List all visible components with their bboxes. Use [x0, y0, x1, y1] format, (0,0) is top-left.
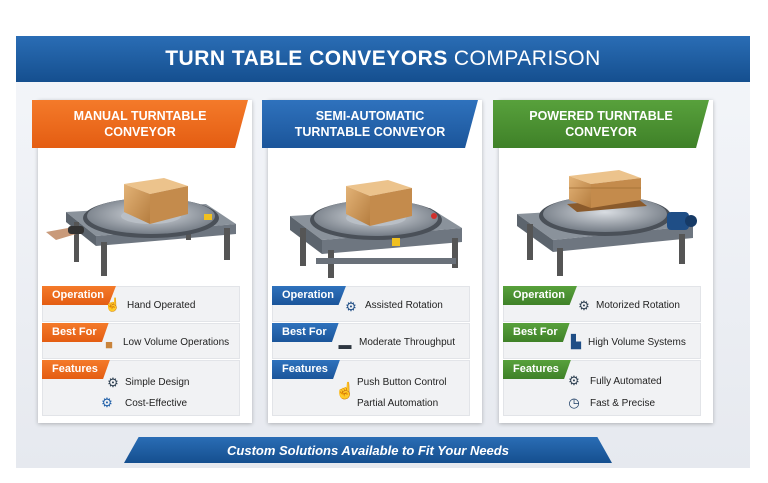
card-title-line2: CONVEYOR: [565, 125, 637, 139]
features-row: Features ⚙ Simple Design ⚙ Cost-Effectiv…: [42, 360, 240, 416]
features-label: Features: [503, 360, 571, 379]
operation-value: Hand Operated: [127, 300, 196, 311]
operation-row: Operation ⚙ Assisted Rotation: [272, 286, 470, 322]
footer-text: Custom Solutions Available to Fit Your N…: [227, 442, 509, 458]
card-header-powered: POWERED TURNTABLE CONVEYOR: [493, 100, 709, 148]
best-for-value: Moderate Throughput: [359, 337, 455, 348]
gear-icon: ⚙: [568, 373, 580, 388]
operation-label: Operation: [272, 286, 346, 305]
card-header-manual: MANUAL TURNTABLE CONVEYOR: [32, 100, 248, 148]
best-for-row: Best For ▬ Moderate Throughput: [272, 323, 470, 359]
semi-automatic-turntable-illustration: [290, 180, 462, 278]
title-light: COMPARISON: [453, 47, 601, 70]
operation-value: Motorized Rotation: [596, 300, 680, 311]
feature-item: Partial Automation: [357, 398, 439, 409]
card-title-line2: CONVEYOR: [104, 125, 176, 139]
gear-icon: ⚙: [107, 375, 119, 390]
card-title-line1: MANUAL TURNTABLE: [73, 109, 207, 123]
conveyor-icon: ▬: [338, 336, 352, 352]
gear-icon: ⚙: [578, 298, 590, 313]
feature-item: Fully Automated: [590, 376, 662, 387]
gears-coin-icon: ⚙: [101, 395, 113, 410]
operation-label: Operation: [42, 286, 116, 305]
gear-clock-icon: ◷: [568, 395, 580, 410]
feature-item: Cost-Effective: [125, 398, 188, 409]
best-for-value: High Volume Systems: [588, 337, 686, 348]
hand-icon: ☝: [104, 297, 122, 312]
features-row: Features ☝ Push Button Control Partial A…: [272, 360, 470, 416]
page-title: TURN TABLE CONVEYORS COMPARISON: [16, 36, 750, 82]
operation-row: Operation ☝ Hand Operated: [42, 286, 240, 322]
features-label: Features: [272, 360, 340, 379]
best-for-label: Best For: [272, 323, 339, 342]
custom-solutions-banner: Custom Solutions Available to Fit Your N…: [124, 437, 612, 463]
gear-icon: ⚙: [345, 299, 357, 314]
best-for-row: Best For ■ Low Volume Operations: [42, 323, 240, 359]
features-row: Features ⚙ Fully Automated ◷ Fast & Prec…: [503, 360, 701, 416]
feature-item: Simple Design: [125, 377, 190, 388]
powered-turntable-illustration: [517, 170, 697, 276]
feature-item: Fast & Precise: [590, 398, 656, 409]
best-for-label: Best For: [503, 323, 570, 342]
best-for-row: Best For ▙ High Volume Systems: [503, 323, 701, 359]
card-title-line1: SEMI-AUTOMATIC: [315, 109, 425, 123]
push-button-icon: ☝: [335, 383, 355, 400]
card-title-line1: POWERED TURNTABLE: [529, 109, 673, 123]
features-label: Features: [42, 360, 110, 379]
factory-icon: ▙: [571, 334, 581, 349]
card-powered: POWERED TURNTABLE CONVEYOR Operation ⚙ Mo…: [493, 100, 713, 423]
manual-turntable-illustration: [46, 178, 236, 276]
card-manual: MANUAL TURNTABLE CONVEYOR Operation ☝ Han…: [32, 100, 252, 423]
title-bold: TURN TABLE CONVEYORS: [165, 47, 448, 70]
operation-row: Operation ⚙ Motorized Rotation: [503, 286, 701, 322]
best-for-value: Low Volume Operations: [123, 337, 230, 348]
card-semi-automatic: SEMI-AUTOMATIC TURNTABLE CONVEYOR Operati…: [262, 100, 482, 423]
card-title-line2: TURNTABLE CONVEYOR: [294, 125, 446, 139]
boxes-icon: ■: [105, 336, 113, 352]
operation-label: Operation: [503, 286, 577, 305]
feature-item: Push Button Control: [357, 377, 447, 388]
card-header-semi-automatic: SEMI-AUTOMATIC TURNTABLE CONVEYOR: [262, 100, 478, 148]
operation-value: Assisted Rotation: [365, 300, 443, 311]
best-for-label: Best For: [42, 323, 109, 342]
